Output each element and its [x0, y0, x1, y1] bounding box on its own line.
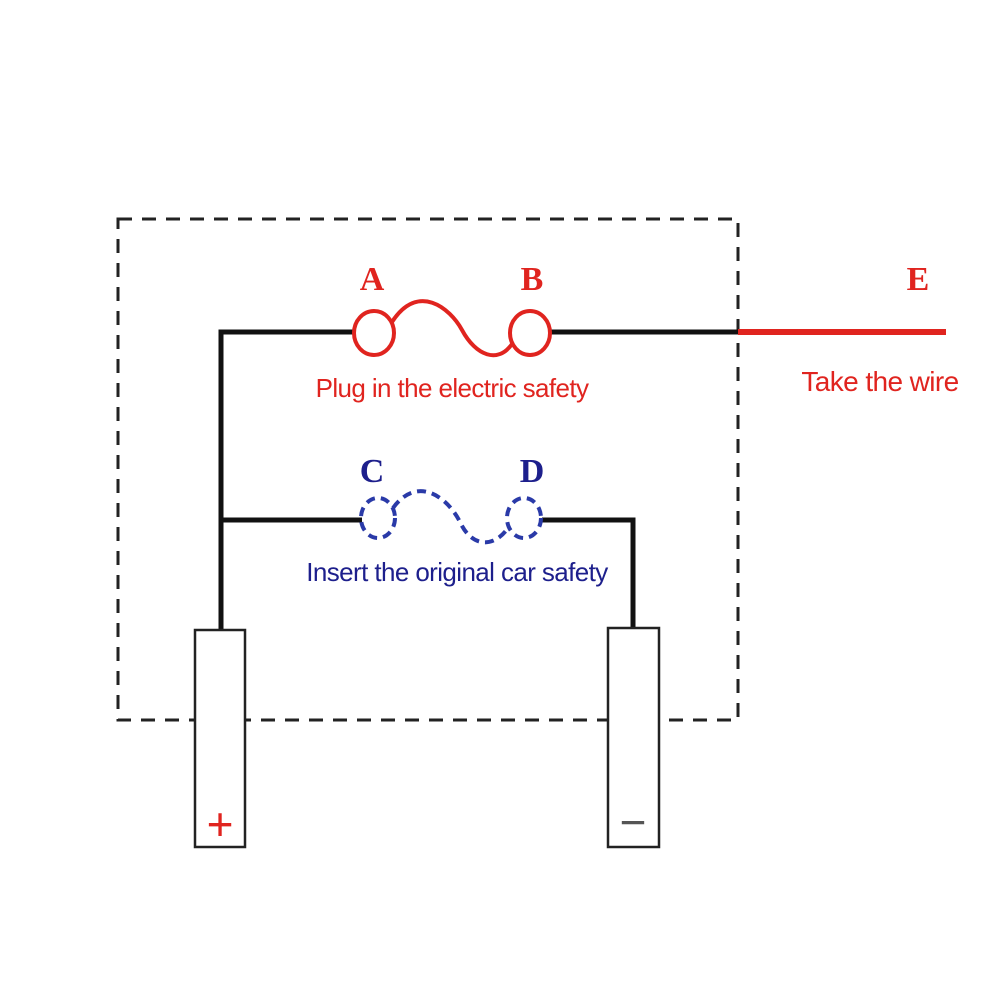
negative-sign: −	[620, 796, 647, 848]
fuse-a-b-element	[390, 299, 514, 358]
fuse-a-b	[352, 299, 552, 358]
caption-insert-original: Insert the original car safety	[306, 557, 608, 587]
label-a: A	[360, 261, 385, 298]
wire-d-to-negative	[542, 517, 636, 628]
caption-plug-in: Plug in the electric safety	[316, 373, 589, 403]
label-b: B	[521, 261, 544, 298]
positive-sign: +	[207, 798, 234, 850]
black-wiring	[218, 329, 738, 630]
fuse-c-d	[359, 489, 543, 545]
terminal-c-circle	[359, 496, 397, 540]
dashed-enclosure	[116, 217, 740, 722]
label-e: E	[907, 261, 930, 298]
wire-left-vertical	[218, 329, 356, 630]
fuse-c-d-element	[391, 489, 510, 545]
label-c: C	[360, 453, 385, 490]
terminal-b-circle	[508, 309, 552, 357]
positive-terminal	[193, 628, 247, 849]
terminal-a-circle	[352, 309, 396, 357]
terminal-d-circle	[505, 496, 543, 540]
caption-take-wire: Take the wire	[801, 366, 958, 397]
negative-terminal	[606, 626, 661, 849]
label-d: D	[520, 453, 545, 490]
